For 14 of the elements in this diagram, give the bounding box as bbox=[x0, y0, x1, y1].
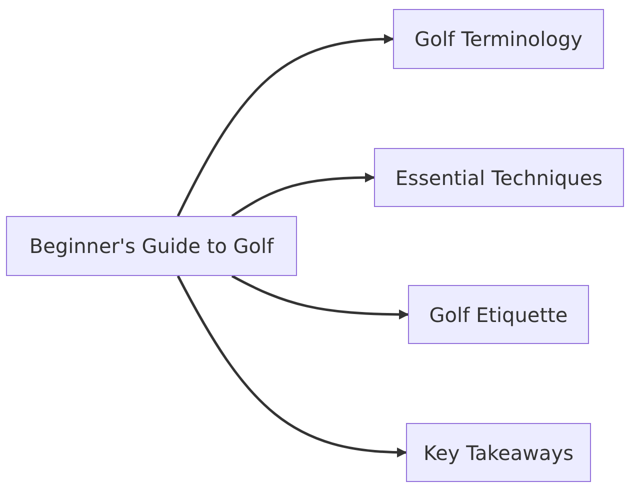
process-box bbox=[6, 216, 297, 276]
process-box bbox=[408, 285, 589, 344]
node-label: Golf Terminology bbox=[414, 26, 582, 53]
process-box bbox=[374, 148, 624, 207]
node-label: Beginner's Guide to Golf bbox=[29, 233, 274, 260]
process-box bbox=[393, 9, 604, 69]
arrow bbox=[231, 274, 409, 320]
node-label: Essential Techniques bbox=[395, 164, 603, 192]
node-label: Golf Etiquette bbox=[429, 302, 568, 328]
node-label: Key Takeaways bbox=[423, 440, 574, 466]
arrow bbox=[231, 172, 375, 218]
arrow bbox=[176, 34, 394, 217]
process-box bbox=[406, 423, 591, 482]
arrow bbox=[176, 275, 407, 458]
